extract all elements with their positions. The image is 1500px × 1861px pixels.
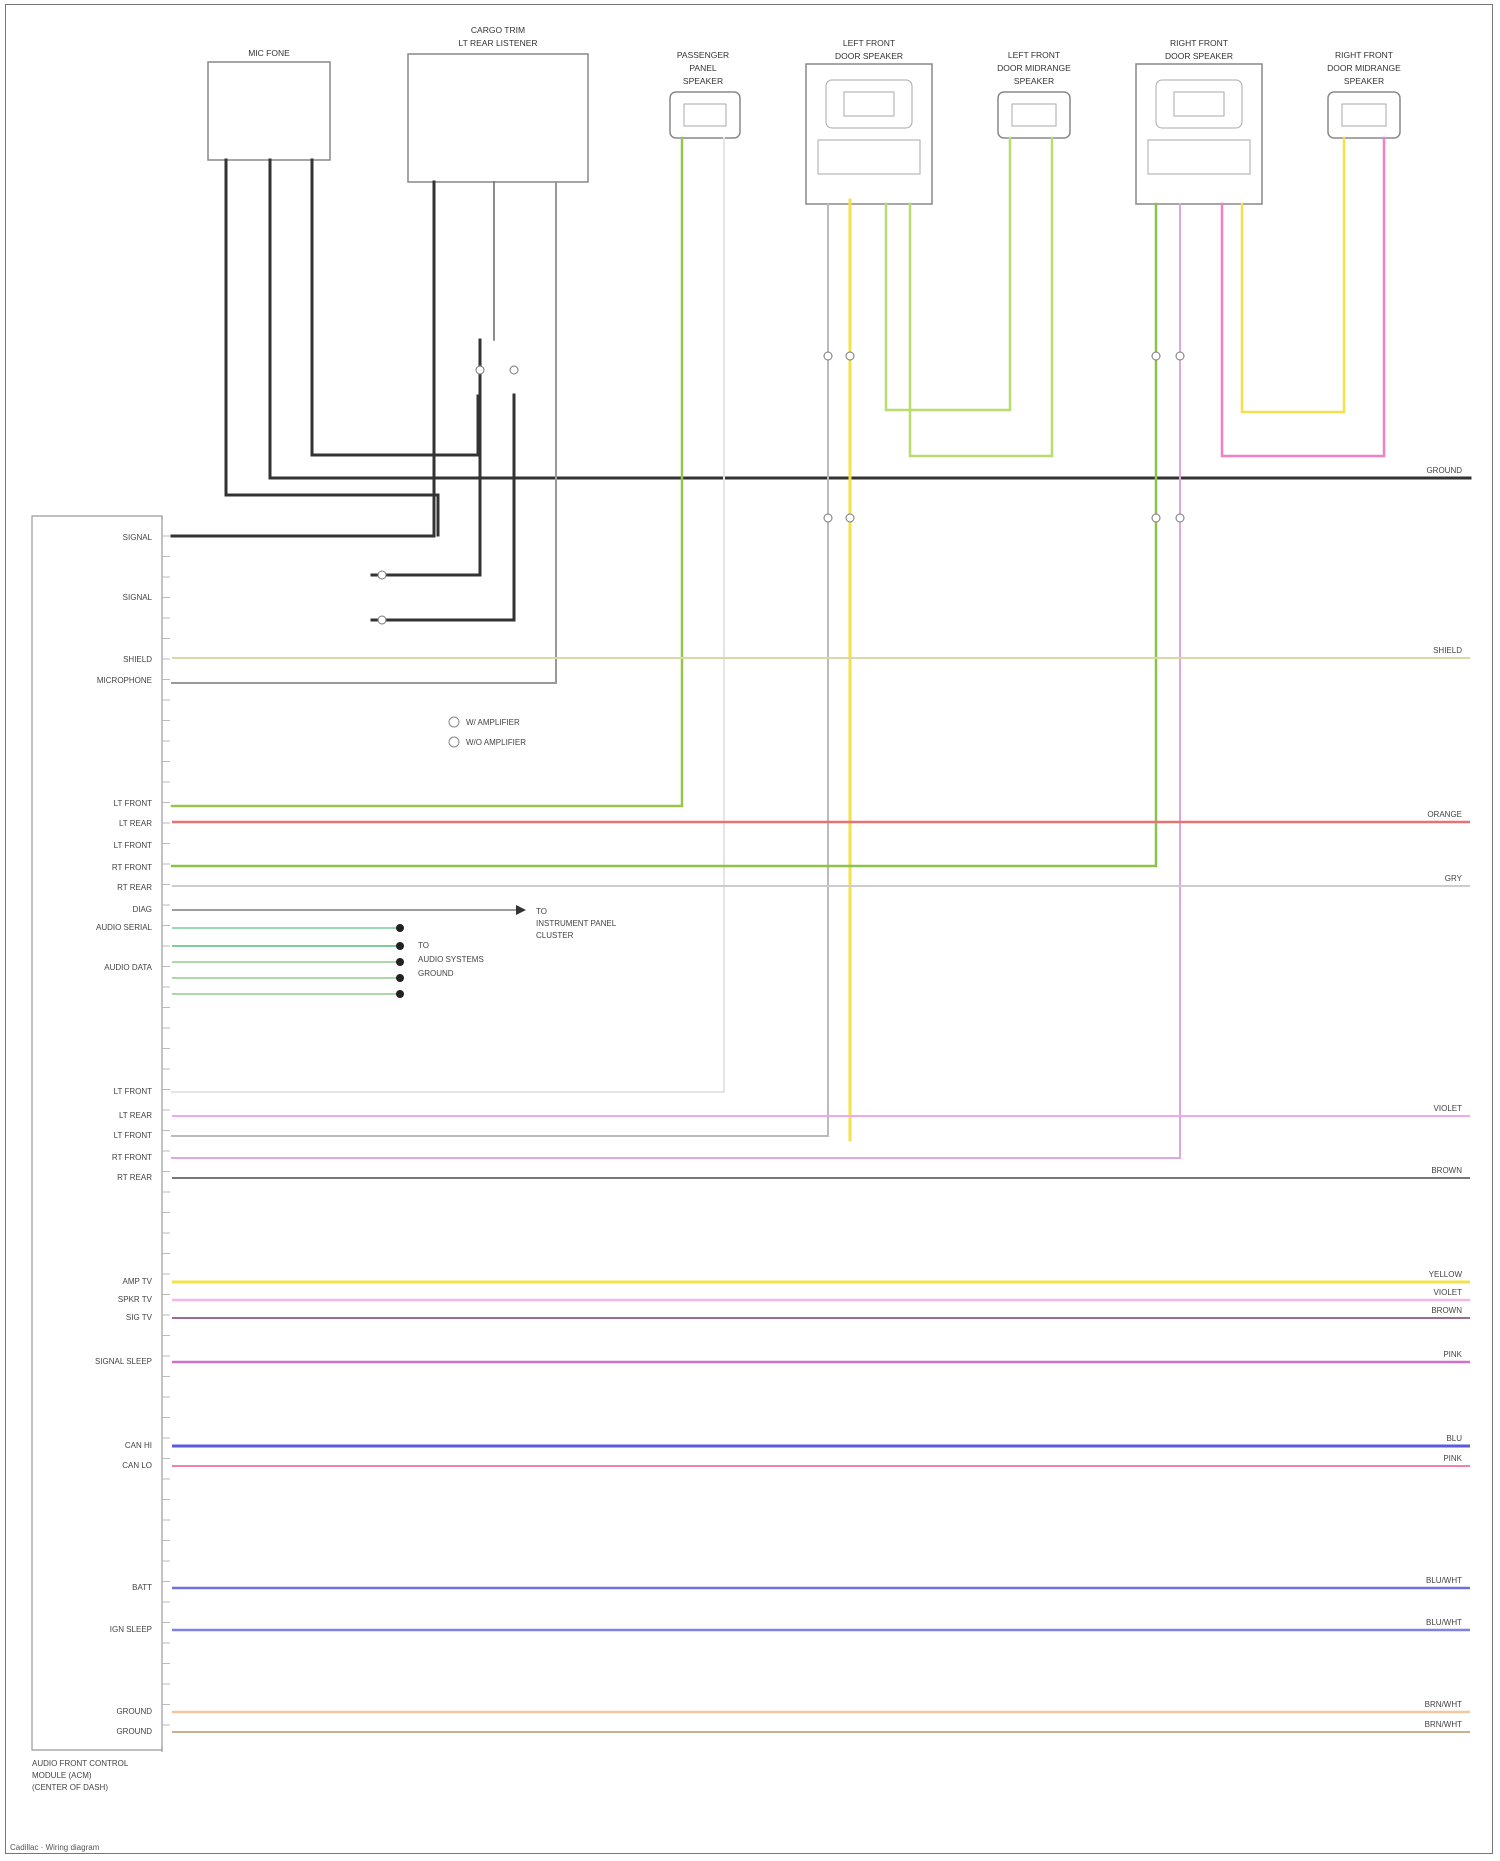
acm-pin-label: CAN LO [122, 1461, 152, 1470]
lfm-title-3: SPEAKER [1014, 76, 1054, 86]
pass-title-3: SPEAKER [683, 76, 723, 86]
audio-note-1: TO [418, 941, 429, 950]
legend: W/ AMPLIFIER W/O AMPLIFIER [449, 717, 526, 747]
rf-door-speaker-component: RIGHT FRONT DOOR SPEAKER [1136, 38, 1262, 204]
right-wire-label: BRN/WHT [1425, 1700, 1462, 1709]
acm-pin-label: LT REAR [119, 819, 152, 828]
acm-label-1: AUDIO FRONT CONTROL [32, 1759, 129, 1768]
acm-pin-label: DIAG [132, 905, 152, 914]
lf-door-speaker-component: LEFT FRONT DOOR SPEAKER [806, 38, 932, 204]
mic-component: MIC FONE [208, 48, 330, 160]
lfd-title-2: DOOR SPEAKER [835, 51, 903, 61]
acm-pin-label: SPKR TV [118, 1295, 153, 1304]
right-wire-label: BLU [1446, 1434, 1462, 1443]
acm-pin-label: CAN HI [125, 1441, 152, 1450]
right-wire-label: GROUND [1426, 466, 1462, 475]
rfm-title-2: DOOR MIDRANGE [1327, 63, 1401, 73]
acm-pin-label: AUDIO SERIAL [96, 923, 153, 932]
footer-text: Cadillac · Wiring diagram [10, 1843, 99, 1852]
acm-pin-label: IGN SLEEP [110, 1625, 152, 1634]
right-wire-label: BRN/WHT [1425, 1720, 1462, 1729]
acm-pin-label: LT FRONT [114, 841, 152, 850]
right-wire-label: BLU/WHT [1426, 1618, 1462, 1627]
cargo-title-2: LT REAR LISTENER [458, 38, 537, 48]
right-wire-label: BROWN [1431, 1306, 1462, 1315]
lfd-title-1: LEFT FRONT [843, 38, 895, 48]
acm-pin-label: RT REAR [117, 883, 152, 892]
acm-pin-label: SHIELD [123, 655, 152, 664]
acm-pin-label: SIGNAL [123, 533, 153, 542]
lfm-title-1: LEFT FRONT [1008, 50, 1060, 60]
right-wire-label: YELLOW [1429, 1270, 1463, 1279]
acm-pin-label: GROUND [116, 1727, 152, 1736]
acm-pin-label: RT FRONT [112, 1153, 152, 1162]
acm-pin-label: LT FRONT [114, 799, 152, 808]
rfm-title-1: RIGHT FRONT [1335, 50, 1393, 60]
pass-title-2: PANEL [689, 63, 717, 73]
cargo-title-1: CARGO TRIM [471, 25, 525, 35]
acm-pin-label: SIGNAL [123, 593, 153, 602]
component-wires [172, 138, 1470, 1158]
acm-pin-label: LT FRONT [114, 1131, 152, 1140]
inst-note-3: CLUSTER [536, 931, 574, 940]
instrument-cluster-note: TO INSTRUMENT PANEL CLUSTER [172, 905, 617, 940]
inst-note-1: TO [536, 907, 547, 916]
acm-pin-label: LT FRONT [114, 1087, 152, 1096]
bus-wires [172, 658, 1470, 1732]
right-wire-label: PINK [1443, 1454, 1462, 1463]
acm-pin-label: BATT [132, 1583, 152, 1592]
acm-pin-label: RT REAR [117, 1173, 152, 1182]
audio-note-3: GROUND [418, 969, 454, 978]
rfm-title-3: SPEAKER [1344, 76, 1384, 86]
legend-no-amp: W/O AMPLIFIER [466, 738, 526, 747]
acm-pin-label: SIG TV [126, 1313, 153, 1322]
inst-note-2: INSTRUMENT PANEL [536, 919, 617, 928]
pin-column [162, 536, 170, 1725]
legend-amp: W/ AMPLIFIER [466, 718, 520, 727]
right-wire-label: VIOLET [1434, 1104, 1463, 1113]
acm-label-2: MODULE (ACM) [32, 1771, 92, 1780]
right-wire-label: BROWN [1431, 1166, 1462, 1175]
rfd-title-2: DOOR SPEAKER [1165, 51, 1233, 61]
acm-pin-label: AUDIO DATA [104, 963, 152, 972]
audio-note-2: AUDIO SYSTEMS [418, 955, 484, 964]
right-wire-label: GRY [1445, 874, 1463, 883]
right-wire-label: VIOLET [1434, 1288, 1463, 1297]
acm-pin-label: GROUND [116, 1707, 152, 1716]
left-labels: SIGNAL SIGNAL SHIELD MICROPHONE LT FRONT… [95, 533, 153, 1736]
right-wire-label: BLU/WHT [1426, 1576, 1462, 1585]
lfm-title-2: DOOR MIDRANGE [997, 63, 1071, 73]
lf-midrange-speaker-component: LEFT FRONT DOOR MIDRANGE SPEAKER [997, 50, 1071, 138]
cargo-listener-component: CARGO TRIM LT REAR LISTENER [408, 25, 588, 182]
rfd-title-1: RIGHT FRONT [1170, 38, 1228, 48]
pass-title-1: PASSENGER [677, 50, 729, 60]
acm-pin-label: MICROPHONE [97, 676, 152, 685]
acm-label-3: (CENTER OF DASH) [32, 1783, 108, 1792]
passenger-speaker-component: PASSENGER PANEL SPEAKER [670, 50, 740, 138]
acm-pin-label: AMP TV [123, 1277, 153, 1286]
mic-title: MIC FONE [248, 48, 290, 58]
acm-pin-label: RT FRONT [112, 863, 152, 872]
right-wire-label: ORANGE [1427, 810, 1462, 819]
right-wire-label: SHIELD [1433, 646, 1462, 655]
acm-pin-label: LT REAR [119, 1111, 152, 1120]
splice-markers [378, 352, 1184, 624]
right-labels: GROUND SHIELD ORANGE GRY VIOLET BROWN YE… [1425, 466, 1463, 1729]
right-wire-label: PINK [1443, 1350, 1462, 1359]
acm-pin-label: SIGNAL SLEEP [95, 1357, 152, 1366]
rf-midrange-speaker-component: RIGHT FRONT DOOR MIDRANGE SPEAKER [1327, 50, 1401, 138]
audio-ground-note: TO AUDIO SYSTEMS GROUND [396, 924, 484, 998]
